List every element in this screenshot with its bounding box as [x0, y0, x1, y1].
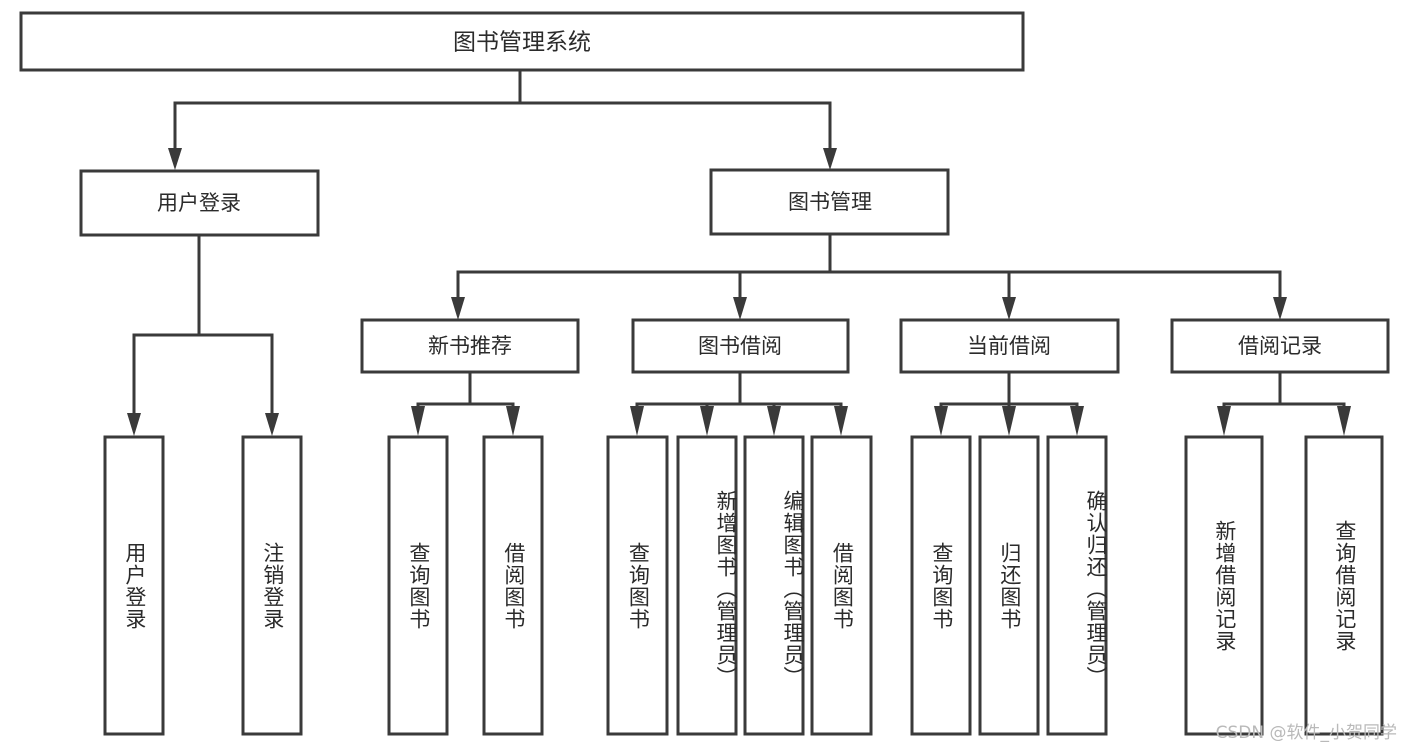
- node-new-book-recommend[interactable]: 新书推荐: [360, 318, 580, 374]
- leaf-box-borrow-book-1[interactable]: [482, 435, 544, 736]
- node-book-management[interactable]: 图书管理: [709, 168, 950, 236]
- leaf-box-confirm-return[interactable]: [1046, 435, 1108, 736]
- node-user-login[interactable]: 用户登录: [79, 169, 320, 237]
- leaf-boxes: [103, 435, 1384, 736]
- leaf-box-return-book[interactable]: [978, 435, 1040, 736]
- leaf-box-query-book-3[interactable]: [910, 435, 972, 736]
- node-label-book-management: 图书管理: [788, 190, 872, 214]
- node-label-user-login: 用户登录: [157, 191, 241, 215]
- node-book-borrow[interactable]: 图书借阅: [631, 318, 850, 374]
- leaf-box-borrow-book-2[interactable]: [810, 435, 873, 736]
- leaf-box-query-borrow-record[interactable]: [1304, 435, 1384, 736]
- leaf-box-query-book-1[interactable]: [387, 435, 449, 736]
- node-label-root: 图书管理系统: [453, 30, 591, 56]
- connector-newbook-to-leaves: [411, 370, 520, 436]
- node-book-management-system[interactable]: 图书管理系统: [19, 11, 1025, 72]
- connector-currentborrow-to-leaves: [934, 370, 1084, 436]
- connector-userlogin-to-leaves: [127, 233, 279, 436]
- watermark-text: CSDN @软件_小贺同学: [1215, 723, 1397, 743]
- leaf-box-edit-book[interactable]: [743, 435, 805, 736]
- connector-root-to-level2: [168, 68, 837, 170]
- connector-borrowrecord-to-leaves: [1217, 370, 1351, 436]
- connector-bookborrow-to-leaves: [630, 370, 848, 436]
- node-label-book-borrow: 图书借阅: [698, 334, 782, 358]
- leaf-box-add-book[interactable]: [676, 435, 738, 736]
- leaf-box-query-book-2[interactable]: [606, 435, 669, 736]
- leaf-box-user-login[interactable]: [103, 435, 165, 736]
- leaf-box-add-borrow-record[interactable]: [1184, 435, 1264, 736]
- node-borrow-record[interactable]: 借阅记录: [1170, 318, 1390, 374]
- node-label-current-borrow: 当前借阅: [967, 334, 1051, 358]
- connector-bookmgmt-to-level3: [451, 232, 1287, 320]
- node-label-borrow-record: 借阅记录: [1238, 334, 1322, 358]
- leaf-box-logout[interactable]: [241, 435, 303, 736]
- node-label-new-book-recommend: 新书推荐: [428, 334, 512, 358]
- node-current-borrow[interactable]: 当前借阅: [899, 318, 1120, 374]
